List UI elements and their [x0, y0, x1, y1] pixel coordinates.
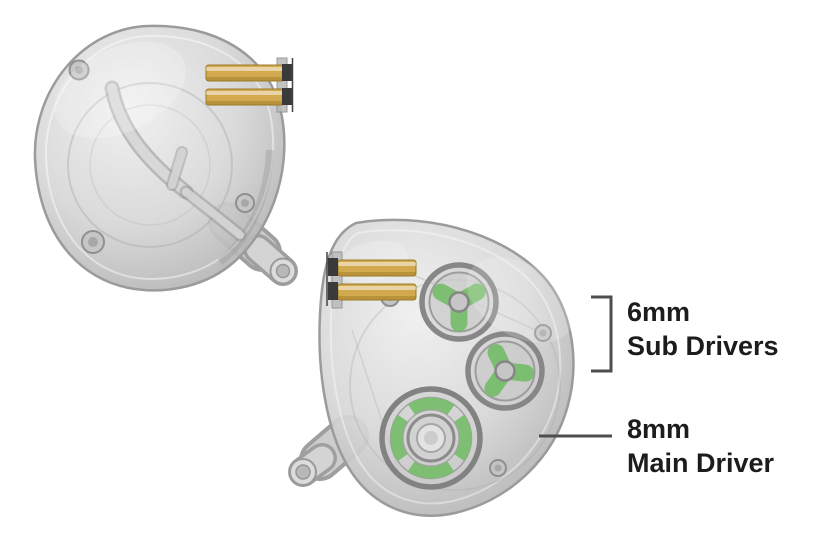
sub-driver-1 [419, 262, 499, 342]
left-earbud-internals [67, 59, 255, 254]
left-connector-pins [205, 57, 294, 113]
main-driver-label: 8mm Main Driver [627, 412, 774, 480]
sub-drivers-label: 6mm Sub Drivers [627, 295, 779, 363]
main-driver [379, 386, 483, 490]
right-connector-pins [326, 251, 417, 309]
left-earbud [33, 24, 298, 292]
sub-drivers-bracket [591, 295, 613, 373]
sub-drivers-size: 6mm [627, 297, 691, 327]
main-driver-name: Main Driver [627, 448, 775, 478]
sub-driver-2 [465, 331, 545, 411]
right-earbud [288, 218, 575, 517]
sub-drivers-name: Sub Drivers [627, 331, 779, 361]
main-driver-size: 8mm [627, 414, 691, 444]
